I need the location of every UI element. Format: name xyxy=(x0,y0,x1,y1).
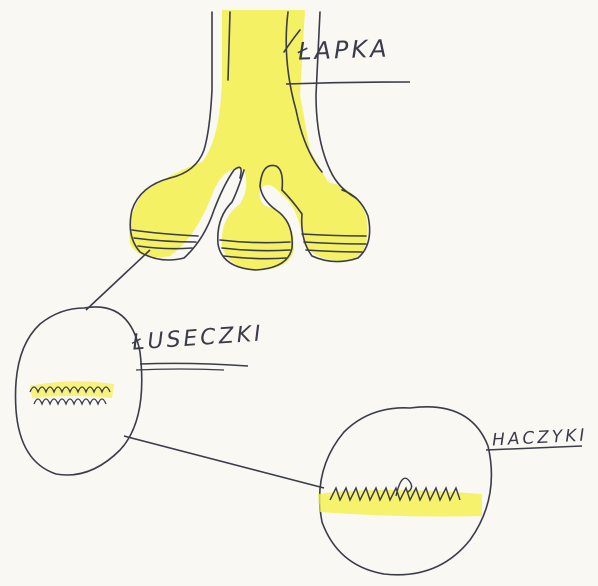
scales-connector xyxy=(86,250,150,310)
paw-label: ŁAPKA xyxy=(298,34,390,65)
scales-circle xyxy=(16,250,249,475)
paw-label-underline xyxy=(286,82,410,84)
scales-label-underline xyxy=(140,363,248,366)
hooks-connector xyxy=(124,436,324,488)
